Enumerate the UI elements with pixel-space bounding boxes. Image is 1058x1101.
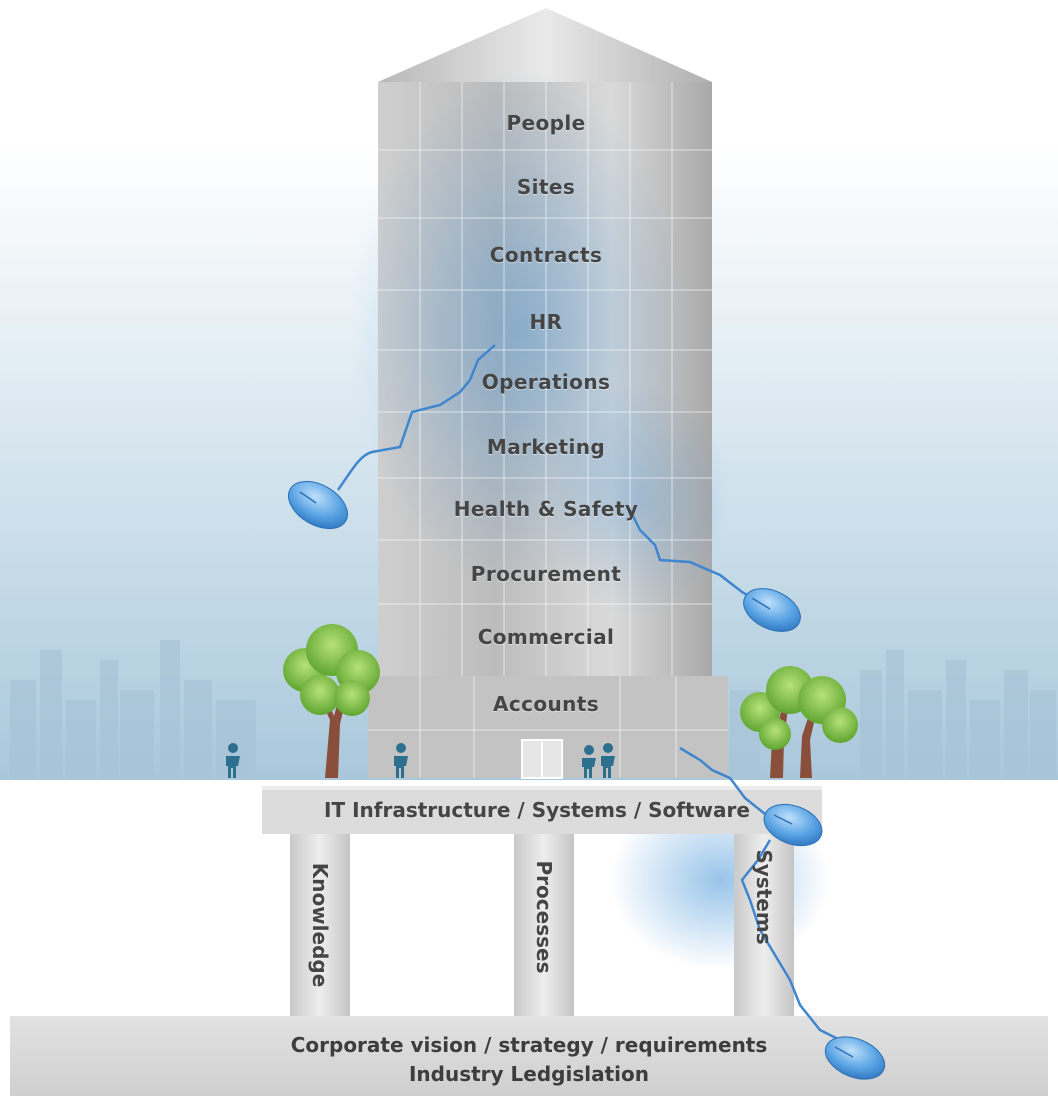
- pillar-knowledge: [290, 834, 350, 1016]
- tree-icon: [740, 666, 858, 778]
- floor-label-hr: HR: [529, 310, 563, 334]
- base-label-line1: Corporate vision / strategy / requiremen…: [290, 1033, 768, 1057]
- floor-label-health-safety: Health & Safety: [453, 497, 639, 521]
- pillar-processes: [514, 834, 574, 1016]
- base-label-line2: Industry Ledgislation: [408, 1062, 649, 1086]
- person-icon: [226, 743, 240, 778]
- floor-label-accounts: Accounts: [492, 692, 600, 716]
- building-roof: [378, 8, 712, 82]
- computer-mouse-icon: [288, 480, 348, 530]
- floor-label-operations: Operations: [481, 370, 611, 394]
- floor-label-sites: Sites: [516, 175, 576, 199]
- tree-icon: [283, 624, 380, 778]
- person-icon: [601, 743, 615, 778]
- platform-label: IT Infrastructure / Systems / Software: [324, 798, 750, 822]
- pillar-label-knowledge: Knowledge: [308, 862, 332, 988]
- door-icon: [521, 739, 563, 779]
- pillar-label-systems: Systems: [752, 849, 776, 945]
- floor-label-commercial: Commercial: [477, 625, 615, 649]
- floor-label-marketing: Marketing: [486, 435, 606, 459]
- floor-label-contracts: Contracts: [489, 243, 603, 267]
- computer-mouse-icon: [824, 1036, 886, 1080]
- floor-label-procurement: Procurement: [470, 562, 622, 586]
- pillar-label-processes: Processes: [532, 860, 556, 974]
- computer-mouse-icon: [743, 588, 801, 632]
- person-icon: [394, 743, 408, 778]
- pillar-systems: [734, 834, 794, 1016]
- window-grid: [368, 82, 728, 778]
- city-skyline-icon: [10, 640, 1056, 778]
- it-platform: [262, 786, 822, 834]
- floor-label-people: People: [506, 111, 586, 135]
- person-icon: [582, 745, 596, 778]
- computer-mouse-icon: [763, 803, 823, 847]
